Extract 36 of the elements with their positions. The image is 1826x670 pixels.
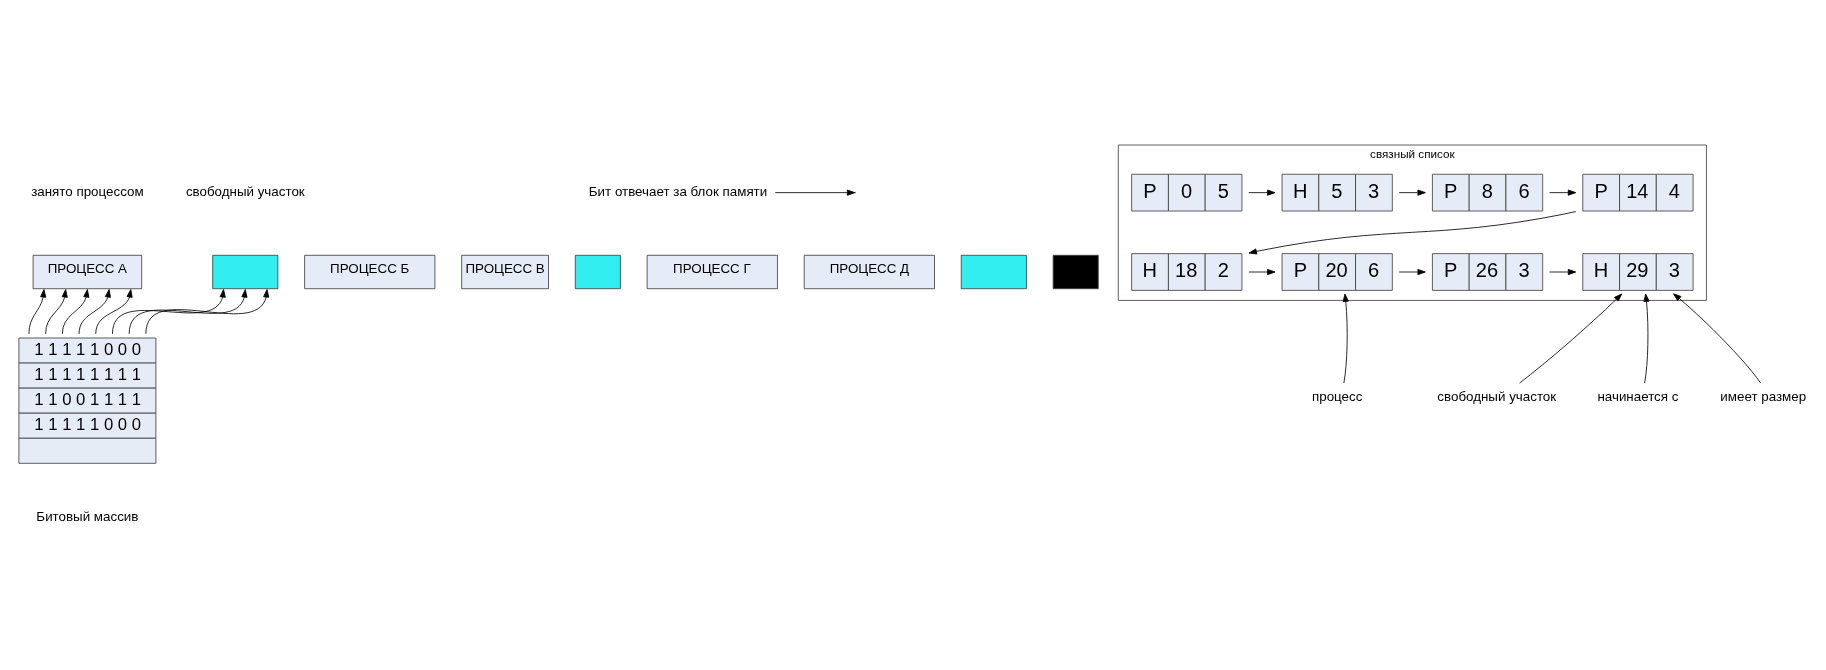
node-box xyxy=(960,254,1027,289)
arrow xyxy=(78,288,111,334)
node-box: ПРОЦЕСС В xyxy=(461,254,549,289)
arrow xyxy=(1398,189,1426,196)
arrow xyxy=(112,288,226,334)
arrow xyxy=(1398,268,1426,275)
arrow xyxy=(1248,268,1276,275)
node-box: ПРОЦЕСС Д xyxy=(803,254,935,289)
arrow xyxy=(28,288,47,334)
label: свободный участок xyxy=(185,183,305,199)
node-text: Бит отвечает за блок памяти xyxy=(588,183,768,199)
arrow xyxy=(1549,189,1577,196)
node-box: ПРОЦЕСС А xyxy=(32,254,143,289)
arrow xyxy=(61,288,90,334)
label: занято процессом xyxy=(31,183,144,199)
node-box: ПРОЦЕСС Г xyxy=(646,254,778,289)
arrow xyxy=(1643,293,1650,383)
arrow xyxy=(1248,210,1577,254)
node-box xyxy=(212,254,279,289)
arrow xyxy=(128,288,248,334)
node-text: процесс xyxy=(1311,388,1363,404)
arrow xyxy=(45,288,68,334)
node-text: начинается с xyxy=(1597,388,1679,404)
arrow xyxy=(95,288,133,334)
node-text: свободный участок xyxy=(1437,388,1557,404)
node-text: имеет размер xyxy=(1720,388,1807,404)
arrow xyxy=(145,288,270,334)
arrow xyxy=(1248,189,1276,196)
arrow xyxy=(1342,293,1349,383)
arrow xyxy=(1549,268,1577,275)
arrow xyxy=(1519,293,1623,383)
arrow xyxy=(1673,292,1762,383)
node-box xyxy=(574,254,621,289)
node-label: Битовый массив xyxy=(36,508,139,524)
node-box: ПРОЦЕСС Б xyxy=(304,254,436,289)
node-box xyxy=(1052,254,1099,289)
